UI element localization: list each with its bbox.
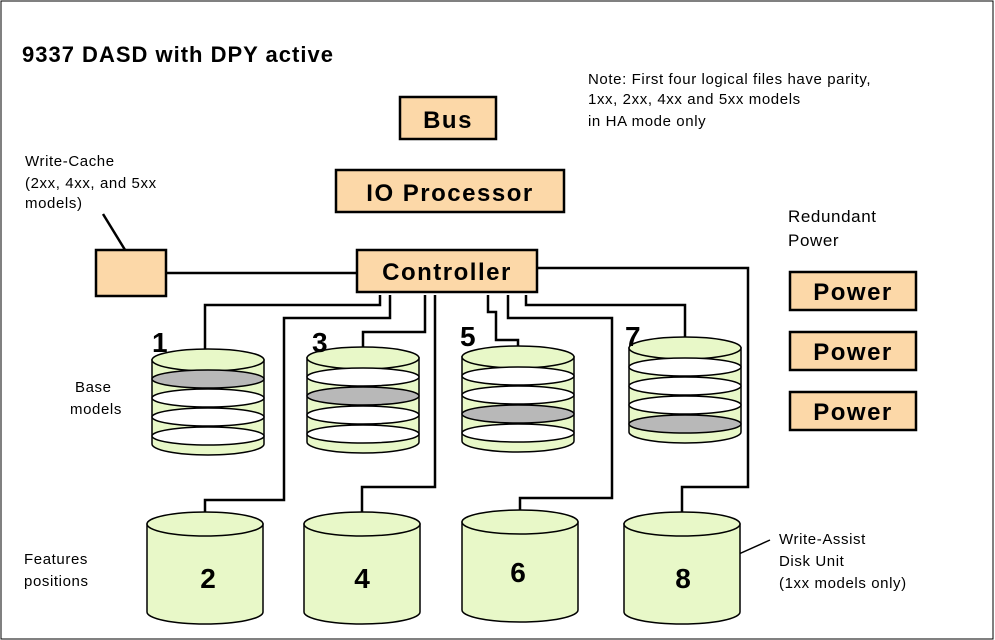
unit-number-8: 8	[675, 563, 691, 594]
unit-number-4: 4	[354, 563, 370, 594]
cylinder-body	[461, 521, 579, 623]
platter	[151, 388, 265, 408]
line-to-unit-4	[360, 295, 437, 512]
feature-unit-2: 2	[146, 511, 264, 625]
disk-cylinder	[623, 511, 741, 625]
stack-top	[628, 336, 742, 360]
feature-unit-8: 8	[623, 511, 741, 625]
write-cache-label-2: (2xx, 4xx, and 5xx	[25, 175, 157, 192]
disk-stack-body	[306, 346, 420, 454]
platter	[628, 395, 742, 415]
cylinder-top	[303, 511, 421, 537]
cylinder-body	[303, 523, 421, 625]
platter	[628, 376, 742, 396]
power-label-1: Power	[813, 279, 893, 306]
platter	[461, 423, 575, 443]
disk-cylinder	[146, 511, 264, 625]
line-to-unit-7	[524, 295, 687, 348]
base-unit-3: 3	[306, 327, 420, 454]
note-line-2: 1xx, 2xx, 4xx and 5xx models	[588, 91, 801, 108]
unit-number-5: 5	[460, 321, 476, 352]
feature-units: 2 4 6 8	[146, 509, 741, 625]
parity-platter	[461, 404, 575, 424]
line-to-unit-8	[537, 266, 750, 512]
controller-label: Controller	[382, 259, 512, 286]
base-unit-5: 5	[460, 321, 575, 453]
disk-cylinder	[461, 509, 579, 623]
unit-number-1: 1	[152, 327, 168, 358]
platter	[306, 405, 420, 425]
power-label-2: Power	[813, 339, 893, 366]
write-cache-box	[94, 248, 168, 298]
power-box-3: Power	[788, 390, 918, 432]
disk-stack-body	[461, 345, 575, 453]
controller-box: Controller	[355, 248, 539, 294]
base-models-label-2: models	[70, 401, 122, 418]
diagram-title: 9337 DASD with DPY active	[22, 42, 334, 67]
redundant-power-label-2: Power	[788, 231, 839, 250]
unit-number-2: 2	[200, 563, 216, 594]
cylinder-top	[623, 511, 741, 537]
cylinder-body	[623, 523, 741, 625]
bus-box: Bus	[398, 95, 498, 141]
line-to-unit-3	[361, 295, 427, 358]
disk-stack-body	[628, 336, 742, 444]
cylinder-body	[146, 523, 264, 625]
feature-unit-6: 6	[461, 509, 579, 623]
line-to-unit-5	[486, 295, 520, 357]
parity-platter	[151, 369, 265, 389]
stack-top	[461, 345, 575, 369]
unit-number-6: 6	[510, 557, 526, 588]
platter	[151, 407, 265, 427]
base-units: 1 3 5 7	[151, 321, 742, 456]
line-to-unit-1	[203, 295, 382, 360]
connection-lines	[166, 266, 750, 512]
write-assist-label-3: (1xx models only)	[779, 575, 907, 592]
io-processor-box: IO Processor	[334, 168, 566, 214]
power-label-3: Power	[813, 399, 893, 426]
bus-label: Bus	[423, 107, 473, 134]
cylinder-top	[461, 509, 579, 535]
unit-number-7: 7	[625, 321, 641, 352]
platter	[306, 424, 420, 444]
platter	[628, 357, 742, 377]
stack-top	[151, 348, 265, 372]
power-box-1: Power	[788, 270, 918, 312]
platter	[306, 367, 420, 387]
platter	[461, 366, 575, 386]
disk-stack-body	[151, 348, 265, 456]
unit-number-3: 3	[312, 327, 328, 358]
power-box-2: Power	[788, 330, 918, 372]
features-label-1: Features	[24, 551, 88, 568]
base-unit-7: 7	[625, 321, 742, 444]
disk-cylinder	[303, 511, 421, 625]
parity-platter	[628, 414, 742, 434]
features-label-2: positions	[24, 573, 89, 590]
note-line-3: in HA mode only	[588, 113, 706, 130]
platter	[461, 385, 575, 405]
cylinder-top	[146, 511, 264, 537]
base-unit-1: 1	[151, 327, 265, 456]
write-assist-label-1: Write-Assist	[779, 531, 866, 548]
note-line-1: Note: First four logical files have pari…	[588, 71, 871, 88]
write-assist-label-2: Disk Unit	[779, 553, 845, 570]
io-processor-label: IO Processor	[366, 180, 533, 207]
line-to-unit-2	[203, 295, 392, 512]
parity-platter	[306, 386, 420, 406]
write-cache-label-1: Write-Cache	[25, 153, 115, 170]
feature-unit-4: 4	[303, 511, 421, 625]
redundant-power-label-1: Redundant	[788, 207, 877, 226]
platter	[151, 426, 265, 446]
line-to-unit-6	[506, 295, 614, 512]
base-models-label-1: Base	[75, 379, 112, 396]
write-cache-label-3: models)	[25, 195, 83, 212]
